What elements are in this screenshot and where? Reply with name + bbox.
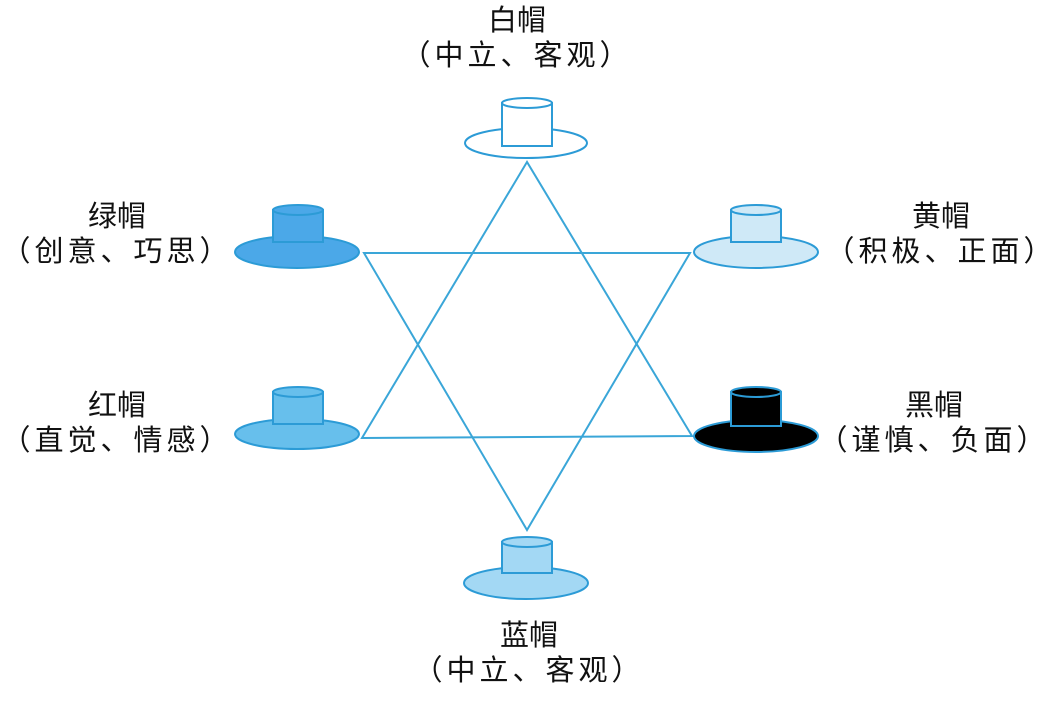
- hat-yellow-icon: [693, 204, 819, 269]
- upward-triangle: [360, 160, 694, 440]
- hat-description: （创意、巧思）: [1, 234, 233, 269]
- label-blue: 蓝帽 （中立、客观）: [413, 618, 644, 689]
- hat-description: （中立、客观）: [401, 38, 633, 73]
- hat-description: （中立、客观）: [413, 653, 645, 688]
- downward-triangle: [362, 252, 692, 532]
- hat-red-icon: [234, 386, 360, 450]
- hat-white-icon: [464, 97, 588, 159]
- hat-name: 黄帽: [911, 199, 971, 233]
- hat-name: 黑帽: [904, 388, 964, 422]
- hat-green-icon: [234, 204, 360, 269]
- hat-blue-icon: [463, 536, 589, 600]
- hat-description: （积极、正面）: [825, 234, 1054, 269]
- hat-name: 绿帽: [87, 199, 147, 233]
- label-green: 绿帽 （创意、巧思）: [1, 199, 232, 270]
- label-white: 白帽 （中立、客观）: [401, 3, 632, 74]
- label-red: 红帽 （直觉、情感）: [1, 388, 232, 459]
- hat-description: （谨慎、负面）: [818, 423, 1050, 458]
- hat-name: 红帽: [87, 388, 147, 422]
- label-black: 黑帽 （谨慎、负面）: [818, 388, 1049, 459]
- hat-name: 蓝帽: [499, 618, 559, 652]
- hat-name: 白帽: [487, 3, 547, 37]
- hat-description: （直觉、情感）: [1, 423, 233, 458]
- label-yellow: 黄帽 （积极、正面）: [825, 199, 1054, 270]
- hat-black-icon: [693, 386, 819, 453]
